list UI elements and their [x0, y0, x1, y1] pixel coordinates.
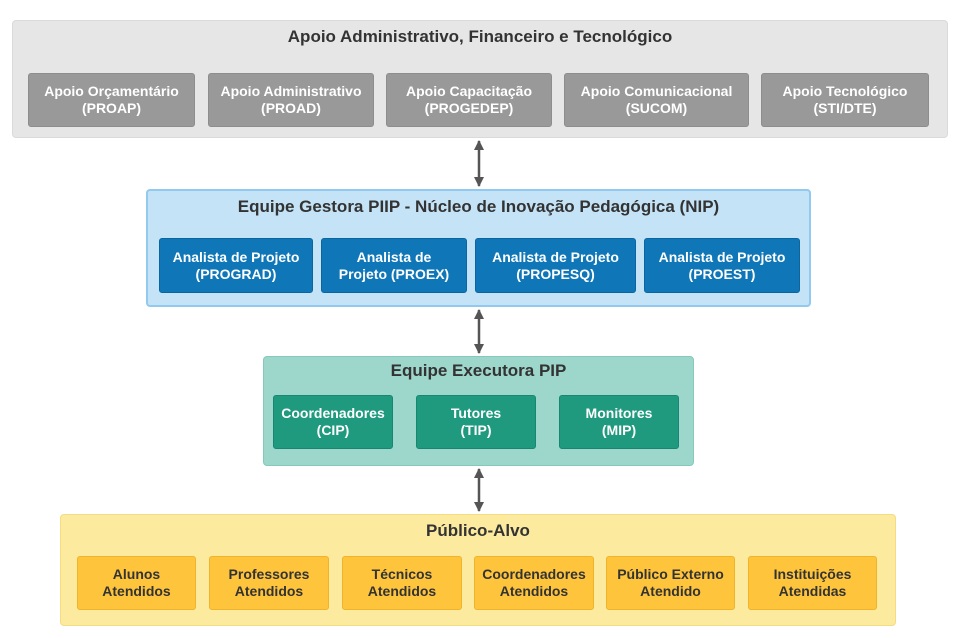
tip-line1: Tutores: [450, 405, 502, 421]
mip-line2: (MIP): [601, 422, 637, 438]
progedep-box: Apoio Capacitação (PROGEDEP): [386, 73, 552, 127]
professores-line1: Professores: [228, 566, 310, 582]
sucom-line2: (SUCOM): [625, 100, 688, 116]
propesq-line2: (PROPESQ): [516, 265, 595, 282]
proest-analyst-box: Analista de Projeto (PROEST): [644, 238, 800, 293]
gestora-team-group: Equipe Gestora PIIP - Núcleo de Inovação…: [146, 189, 811, 307]
target-audience-title: Público-Alvo: [426, 521, 530, 540]
alunos-box: Alunos Atendidos: [77, 556, 196, 610]
admin-support-group: Apoio Administrativo, Financeiro e Tecno…: [12, 20, 948, 138]
mip-line1: Monitores: [585, 405, 653, 421]
professores-box: Professores Atendidos: [209, 556, 329, 610]
publico-externo-box: Público Externo Atendido: [606, 556, 735, 610]
tecnicos-line1: Técnicos: [371, 566, 433, 582]
professores-line2: Atendidos: [234, 583, 304, 599]
proex-analyst-box: Analista de Projeto (PROEX): [321, 238, 467, 293]
tip-line2: (TIP): [460, 422, 492, 438]
executora-team-title: Equipe Executora PIP: [390, 361, 567, 380]
publico-externo-line1: Público Externo: [617, 566, 724, 582]
proest-line2: (PROEST): [688, 265, 756, 282]
publico-externo-line2: Atendido: [640, 583, 701, 599]
proad-line1: Apoio Administrativo: [220, 83, 362, 99]
cip-line1: Coordenadores: [281, 405, 385, 421]
proex-line2: Projeto (PROEX): [338, 265, 450, 282]
proex-line1: Analista de: [356, 248, 432, 265]
tecnicos-box: Técnicos Atendidos: [342, 556, 462, 610]
prograd-analyst-box: Analista de Projeto (PROGRAD): [159, 238, 313, 293]
sucom-box: Apoio Comunicacional (SUCOM): [564, 73, 749, 127]
executora-team-group: Equipe Executora PIP Coordenadores (CIP)…: [263, 356, 694, 466]
sucom-line1: Apoio Comunicacional: [580, 83, 733, 99]
alunos-line1: Alunos: [112, 566, 161, 582]
alunos-line2: Atendidos: [102, 583, 171, 599]
propesq-line1: Analista de Projeto: [492, 248, 619, 265]
target-audience-group: Público-Alvo Alunos Atendidos Professore…: [60, 514, 896, 626]
coordenadores-atendidos-line1: Coordenadores: [482, 566, 586, 582]
proest-line1: Analista de Projeto: [658, 248, 786, 265]
proap-line1: Apoio Orçamentário: [44, 83, 179, 99]
instituicoes-box: Instituições Atendidas: [748, 556, 877, 610]
monitores-mip-box: Monitores (MIP): [559, 395, 679, 449]
admin-support-title: Apoio Administrativo, Financeiro e Tecno…: [287, 27, 673, 46]
sti-dte-box: Apoio Tecnológico (STI/DTE): [761, 73, 929, 127]
cip-line2: (CIP): [316, 422, 350, 438]
proap-box: Apoio Orçamentário (PROAP): [28, 73, 195, 127]
propesq-analyst-box: Analista de Projeto (PROPESQ): [475, 238, 636, 293]
proap-line2: (PROAP): [81, 100, 142, 116]
prograd-line2: (PROGRAD): [195, 265, 277, 282]
tecnicos-line2: Atendidos: [367, 583, 437, 599]
instituicoes-line1: Instituições: [773, 566, 852, 582]
coordenadores-cip-box: Coordenadores (CIP): [273, 395, 393, 449]
gestora-team-title: Equipe Gestora PIIP - Núcleo de Inovação…: [237, 197, 720, 216]
progedep-line1: Apoio Capacitação: [405, 83, 533, 99]
instituicoes-line2: Atendidas: [778, 583, 847, 599]
coordenadores-atendidos-box: Coordenadores Atendidos: [474, 556, 594, 610]
sti-dte-line2: (STI/DTE): [813, 100, 877, 116]
proad-box: Apoio Administrativo (PROAD): [208, 73, 374, 127]
proad-line2: (PROAD): [261, 100, 321, 116]
coordenadores-atendidos-line2: Atendidos: [499, 583, 569, 599]
progedep-line2: (PROGEDEP): [424, 100, 514, 116]
prograd-line1: Analista de Projeto: [172, 248, 300, 265]
sti-dte-line1: Apoio Tecnológico: [782, 83, 908, 99]
tutores-tip-box: Tutores (TIP): [416, 395, 536, 449]
